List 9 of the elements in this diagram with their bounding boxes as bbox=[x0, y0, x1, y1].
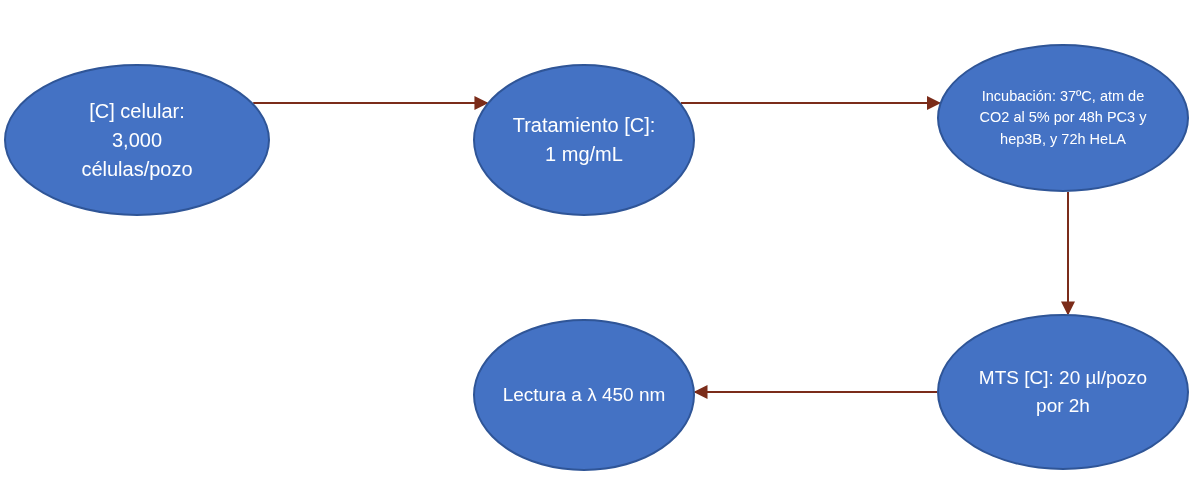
step-text: Incubación: 37ºC, atm de CO2 al 5% por 48h PC3 y hep3B, y 72h HeLA bbox=[978, 87, 1148, 149]
arrow bbox=[679, 96, 941, 110]
step-text: Tratamiento [C]: 1 mg/mL bbox=[511, 113, 657, 167]
step-text: Lectura a λ 450 nm bbox=[501, 383, 667, 408]
arrow bbox=[1061, 190, 1075, 316]
step-text: MTS [C]: 20 µl/pozo por 2h bbox=[978, 366, 1148, 418]
arrow bbox=[693, 385, 938, 399]
arrow bbox=[252, 96, 489, 110]
step-text: [C] celular: 3,000 células/pozo bbox=[80, 98, 194, 182]
